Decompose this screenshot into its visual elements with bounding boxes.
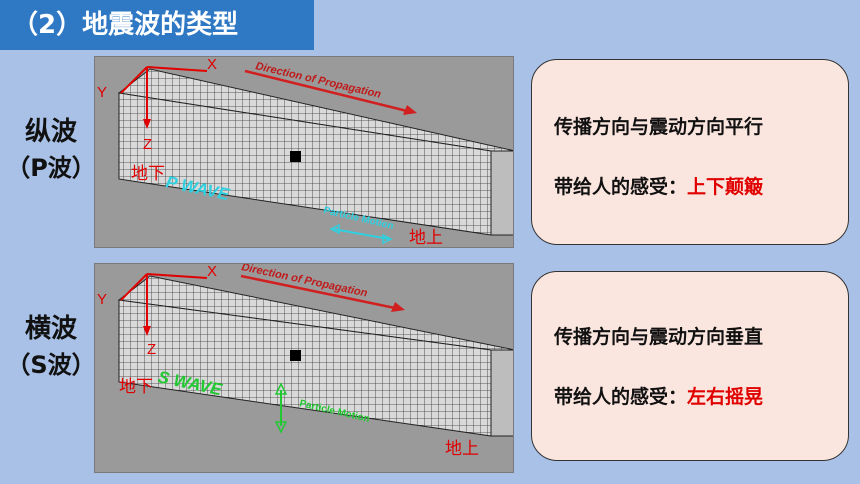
- source-marker: [290, 151, 301, 162]
- axis-x-label: X: [207, 57, 217, 73]
- s-wave-direction-text: 传播方向与震动方向垂直: [554, 326, 764, 348]
- p-wave-feeling-text: 带给人的感受：上下颠簸: [554, 172, 763, 199]
- axis-y-label: Y: [97, 84, 107, 101]
- s-wave-side-label: 横波 （S波）: [6, 311, 96, 383]
- s-wave-code: （S波）: [6, 351, 96, 379]
- surface-label: 地上: [409, 228, 443, 248]
- s-wave-diagram: X Y Z Direction of Propagation S WAVE Pa…: [94, 263, 514, 473]
- p-wave-direction-text: 传播方向与震动方向平行: [554, 116, 764, 138]
- underground-label: 地下: [119, 377, 153, 397]
- p-wave-diagram: X Y Z Direction of Propagation P WAVE Pa…: [94, 56, 514, 248]
- surface-label: 地上: [445, 439, 479, 459]
- feeling-prefix: 带给人的感受：: [554, 386, 688, 408]
- feeling-highlight: 左右摇晃: [687, 386, 764, 408]
- p-wave-callout: 传播方向与震动方向平行 带给人的感受：上下颠簸: [531, 59, 849, 245]
- source-marker: [290, 350, 301, 361]
- block-end-face: [490, 150, 513, 236]
- s-wave-block-svg: X Y Z Direction of Propagation S WAVE Pa…: [97, 264, 513, 459]
- axis-z-label: Z: [143, 136, 152, 153]
- feeling-prefix: 带给人的感受：: [554, 176, 688, 198]
- axis-y-label: Y: [97, 291, 107, 308]
- propagation-label: Direction of Propagation: [254, 60, 382, 101]
- p-wave-name: 纵波: [24, 117, 77, 147]
- s-wave-name: 横波: [24, 314, 77, 344]
- p-wave-side-label: 纵波 （P波）: [6, 114, 96, 186]
- block-end-face: [490, 349, 513, 437]
- p-wave-code: （P波）: [6, 154, 96, 182]
- p-wave-block-svg: X Y Z Direction of Propagation P WAVE Pa…: [97, 57, 513, 248]
- axis-z-label: Z: [147, 341, 156, 358]
- s-wave-callout: 传播方向与震动方向垂直 带给人的感受：左右摇晃: [531, 271, 849, 461]
- underground-label: 地下: [131, 164, 165, 184]
- section-title: （2）地震波的类型: [0, 0, 314, 50]
- axis-x-label: X: [207, 264, 217, 280]
- s-wave-feeling-text: 带给人的感受：左右摇晃: [554, 382, 763, 409]
- propagation-label: Direction of Propagation: [240, 264, 368, 300]
- feeling-highlight: 上下颠簸: [687, 176, 764, 198]
